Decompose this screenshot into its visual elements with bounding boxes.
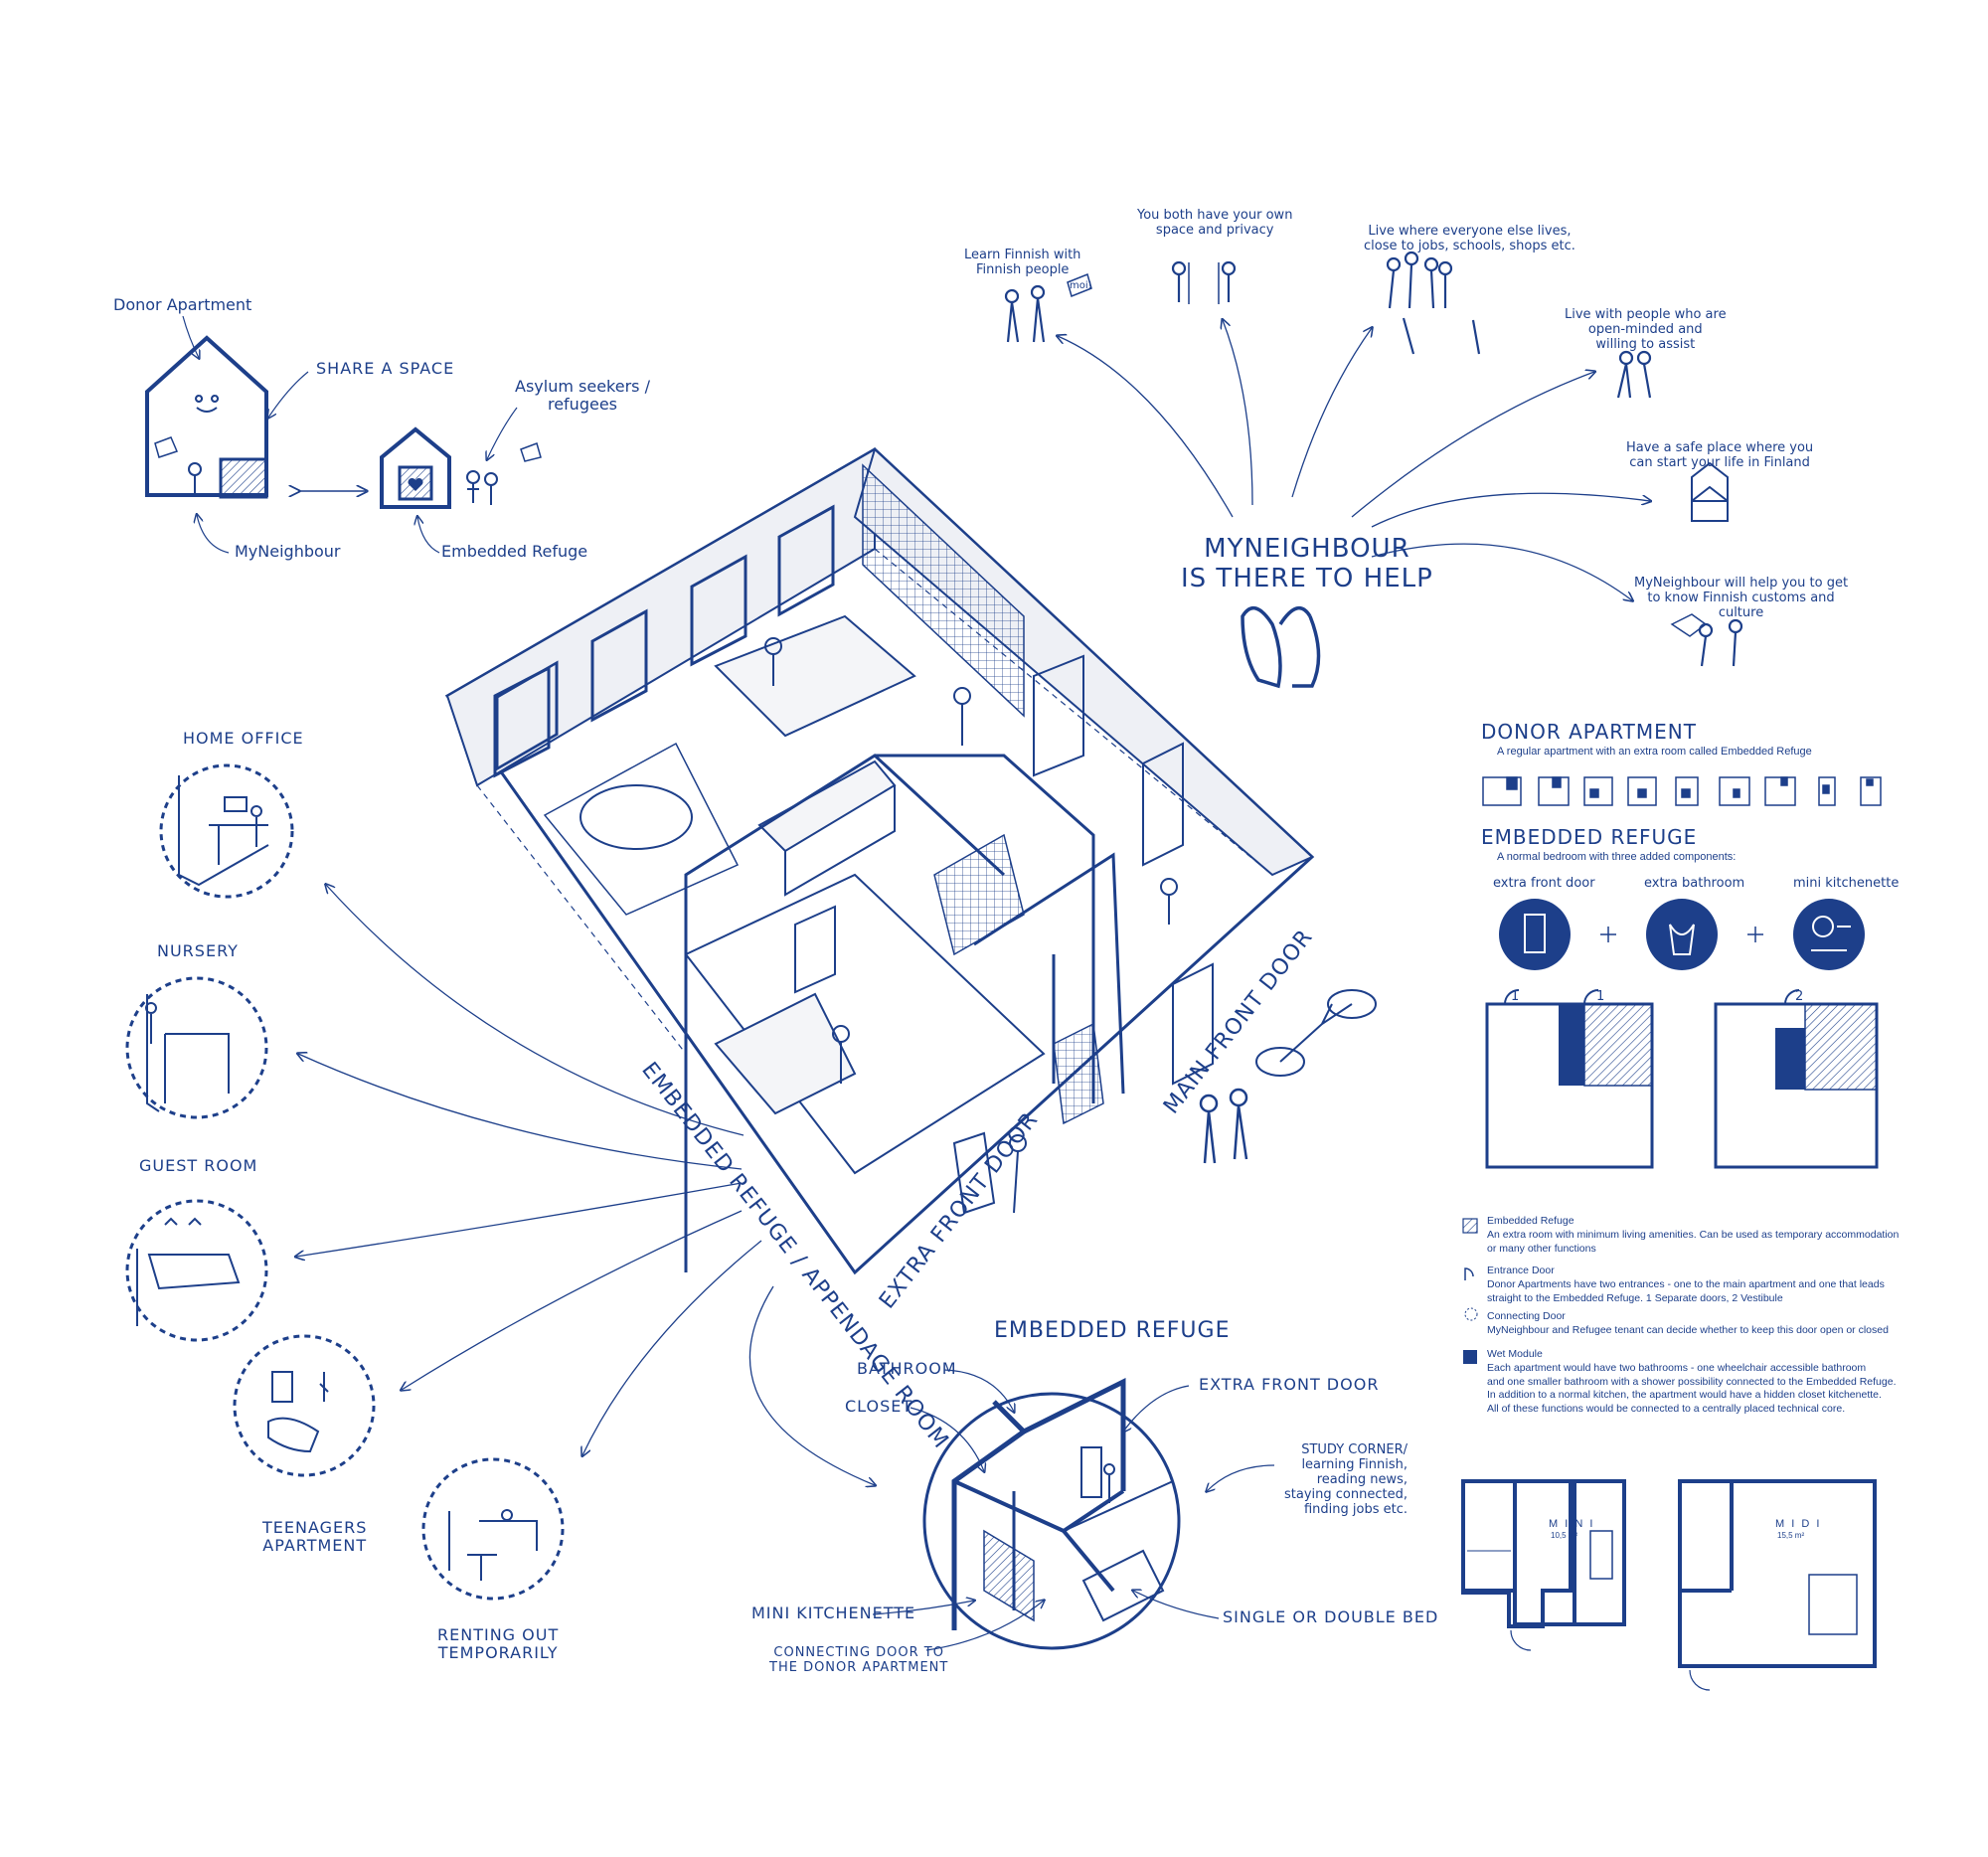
axonometric-apartment [444, 447, 1377, 1275]
detail-extra-front-door: EXTRA FRONT DOOR [1199, 1375, 1380, 1394]
legend-symbols [1462, 1218, 1478, 1364]
legend-item-wet-text: Each apartment would have two bathrooms … [1487, 1362, 1897, 1415]
legend-item-entrance-text: Donor Apartments have two entrances - on… [1487, 1278, 1885, 1304]
legend-refuge-title: EMBEDDED REFUGE [1481, 825, 1698, 849]
component-door-label: extra front door [1493, 876, 1595, 891]
plan-mini-name: M I N I [1549, 1518, 1595, 1530]
component-kitchenette-label: mini kitchenette [1793, 876, 1900, 891]
detail-title: EMBEDDED REFUGE [994, 1318, 1231, 1343]
legend-item-connecting-text: MyNeighbour and Refugee tenant can decid… [1487, 1324, 1889, 1336]
legend-item-refuge-title: Embedded Refuge [1487, 1215, 1574, 1227]
family-icon [466, 442, 542, 505]
detail-closet: CLOSET [845, 1397, 913, 1416]
use-home-office: HOME OFFICE [183, 729, 304, 748]
donor-apartment-label: Donor Apartment [113, 295, 252, 314]
use-teenagers: TEENAGERS APARTMENT [262, 1518, 368, 1556]
help-arrows [1058, 320, 1650, 600]
help-title: MYNEIGHBOUR IS THERE TO HELP [1181, 534, 1433, 593]
asylum-seekers-label: Asylum seekers / refugees [515, 377, 650, 415]
benefit-open-minded: Live with people who are open-minded and… [1565, 307, 1727, 352]
mini-midi-plans [1461, 1479, 1877, 1691]
embedded-refuge-label: Embedded Refuge [441, 542, 588, 561]
legend-item-entrance-title: Entrance Door [1487, 1265, 1555, 1276]
hands-heart-icon [1241, 606, 1321, 689]
detail-study: STUDY CORNER/ learning Finnish, reading … [1284, 1442, 1408, 1517]
refuge-house-icon [380, 426, 451, 509]
legend-item-refuge-text: An extra room with minimum living amenit… [1487, 1229, 1900, 1255]
plan-midi-name: M I D I [1775, 1518, 1822, 1530]
myneighbour-label: MyNeighbour [235, 542, 341, 561]
door-number-1b: 1 [1596, 989, 1605, 1004]
detail-bathroom: BATHROOM [857, 1359, 957, 1378]
detail-bed: SINGLE OR DOUBLE BED [1223, 1607, 1439, 1626]
plan-midi-area: 15,5 m² [1777, 1531, 1805, 1540]
share-a-space-label: SHARE A SPACE [316, 359, 455, 378]
legend-donor-sub: A regular apartment with an extra room c… [1497, 746, 1812, 758]
donor-house-icon [145, 335, 268, 499]
benefit-customs: MyNeighbour will help you to get to know… [1634, 576, 1849, 620]
door-number-2: 2 [1795, 989, 1804, 1004]
refuge-detail-circle [922, 1377, 1181, 1650]
refuge-plans [1485, 989, 1879, 1169]
use-nursery: NURSERY [157, 941, 239, 960]
help-people-icons [1004, 251, 1743, 667]
use-renting: RENTING OUT TEMPORARILY [437, 1625, 560, 1663]
benefit-live-where: Live where everyone else lives, close to… [1364, 224, 1575, 253]
benefit-safe-place: Have a safe place where you can start yo… [1626, 440, 1814, 470]
benefit-learn-finnish: Learn Finnish with Finnish people [964, 248, 1081, 277]
component-icons [1499, 899, 1865, 970]
refuge-house-small-icon [1691, 485, 1729, 522]
legend-item-wet-title: Wet Module [1487, 1348, 1543, 1360]
door-number-1a: 1 [1511, 989, 1520, 1004]
use-guest-room: GUEST ROOM [139, 1156, 258, 1175]
benefit-privacy: You both have your own space and privacy [1137, 208, 1293, 238]
detail-kitchenette: MINI KITCHENETTE [751, 1604, 916, 1622]
donor-thumbnails [1482, 776, 1882, 806]
component-bathroom-label: extra bathroom [1644, 876, 1745, 891]
moi-bubble-text: moi! [1070, 280, 1092, 291]
plan-mini-area: 10,5 m² [1551, 1531, 1578, 1540]
detail-connecting: CONNECTING DOOR TO THE DONOR APARTMENT [769, 1645, 949, 1675]
legend-item-connecting-title: Connecting Door [1487, 1310, 1566, 1322]
legend-refuge-sub: A normal bedroom with three added compon… [1497, 851, 1737, 863]
use-circles [125, 763, 565, 1601]
detail-leaders [872, 1369, 1275, 1651]
legend-donor-title: DONOR APARTMENT [1481, 720, 1697, 744]
